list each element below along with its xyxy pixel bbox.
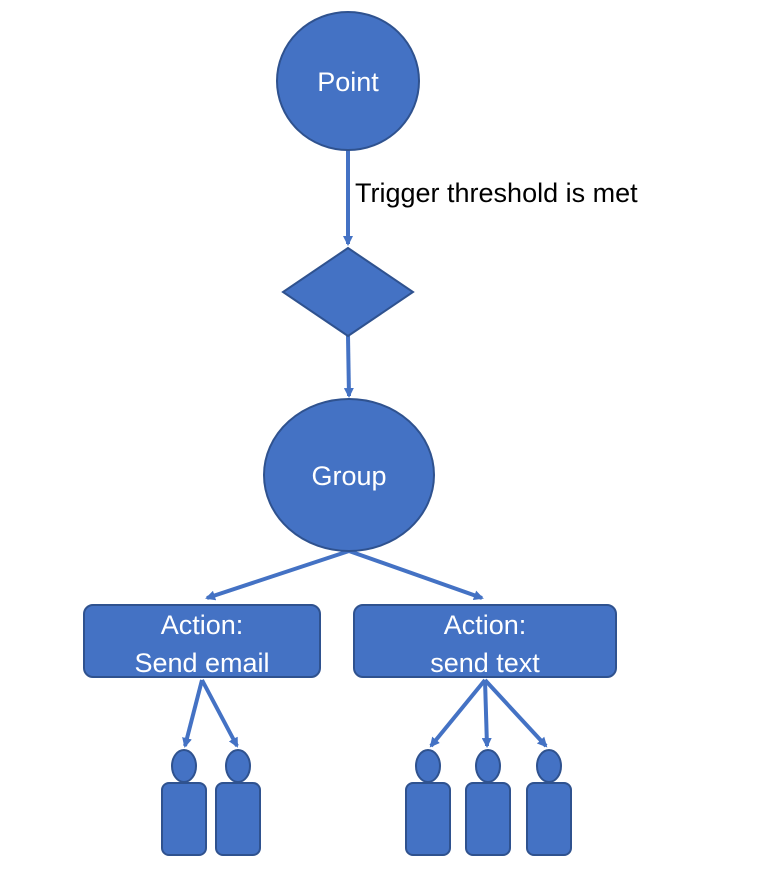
edges — [182, 150, 548, 748]
person-icon — [161, 749, 207, 856]
email-action-label: Send email — [134, 648, 269, 678]
point-circle — [276, 11, 420, 151]
decision-node[interactable] — [281, 246, 415, 338]
text-action-label: send text — [430, 648, 540, 678]
group-circle — [263, 398, 435, 552]
group-node[interactable]: Group — [263, 398, 435, 552]
text-action-title: Action: — [444, 610, 527, 640]
email-action-node[interactable]: Action: Send email — [83, 604, 321, 678]
decision-diamond — [281, 246, 415, 338]
text-recipients — [405, 749, 572, 856]
point-node[interactable]: Point — [276, 11, 420, 151]
email-action-box — [83, 604, 321, 678]
edge-email-to-recipient-1 — [182, 679, 204, 748]
edge-text-to-recipient-2 — [481, 679, 492, 748]
person-icon — [215, 749, 261, 856]
person-icon — [405, 749, 451, 856]
edge-text-to-recipient-1 — [429, 678, 487, 748]
point-label: Point — [317, 67, 379, 97]
edge-group-to-text-action — [348, 549, 484, 601]
edge-text-to-recipient-3 — [483, 678, 548, 748]
email-recipients — [161, 749, 261, 856]
text-action-box — [353, 604, 617, 678]
email-action-title: Action: — [161, 610, 244, 640]
person-icon — [526, 749, 572, 856]
edge-decision-to-group — [343, 335, 354, 398]
text-action-node[interactable]: Action: send text — [353, 604, 617, 678]
person-icon — [465, 749, 511, 856]
edge-group-to-email-action — [205, 549, 350, 601]
group-label: Group — [311, 461, 386, 491]
trigger-label: Trigger threshold is met — [355, 178, 638, 208]
edge-email-to-recipient-2 — [200, 679, 239, 748]
